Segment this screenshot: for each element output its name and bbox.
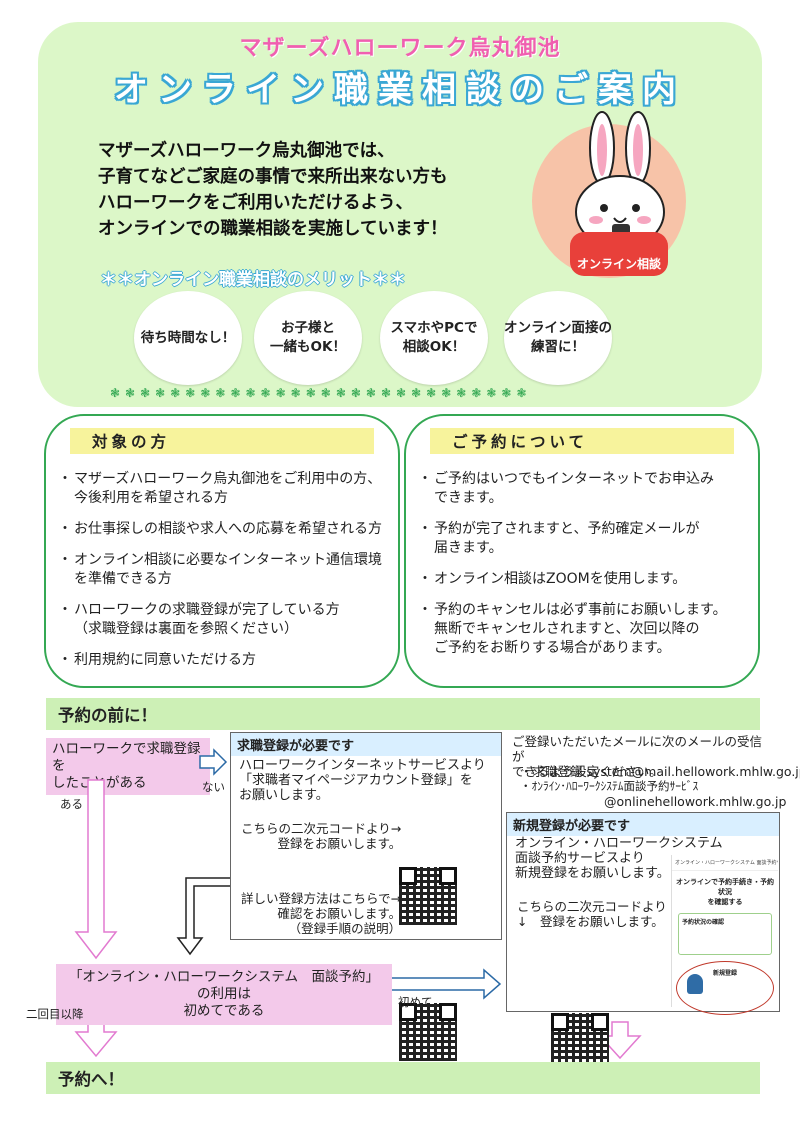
reservation-panel: ご予約について ご予約はいつでもインターネットでお申込み できます。 予約が完了… [404,414,760,688]
new-registration-box: 新規登録が必要です オンライン・ハローワークシステム 面談予約サービスより 新規… [506,812,780,1071]
flower-decoration: ❃❃❃❃❃❃❃❃❃❃❃❃❃❃❃❃❃❃❃❃❃❃❃❃❃❃❃❃ [110,386,532,400]
registration-box-heading: 求職登録が必要です [231,733,501,756]
new-registration-heading: 新規登録が必要です [507,813,779,836]
mail-address-item: ・ｵﾝﾗｲﾝ･ﾊﾛｰﾜｰｸｼｽﾃﾑ面談予約ｻｰﾋﾞｽ [520,779,699,793]
target-heading: 対象の方 [70,428,374,454]
list-item: お仕事探しの相談や求人への応募を希望される方 [58,520,398,539]
reservation-list: ご予約はいつでもインターネットでお申込み できます。 予約が完了されますと、予約… [418,470,758,658]
list-item: マザーズハローワーク烏丸御池をご利用中の方、 今後利用を希望される方 [58,470,398,508]
label-yes: ある [60,797,83,811]
merit-bubble: スマホやPCで 相談OK！ [380,291,488,385]
list-item: 利用規約に同意いただける方 [58,651,398,670]
list-item: オンライン相談に必要なインターネット通信環境 を準備できる方 [58,551,398,589]
question-first-time: 「オンライン・ハローワークシステム 面談予約」の利用は 初めてである [56,964,392,1025]
mail-setting-note: ご登録いただいたメールに次のメールの受信が できるよう設定ください。 [512,734,763,779]
app-screenshot: オンライン・ハローワークシステム 面談予約サービス オンラインで予約手続き・予約… [671,855,778,1015]
merit-bubble: 待ち時間なし！ [134,291,242,385]
merit-text: オンライン面接の 練習に！ [504,320,612,355]
target-panel: 対象の方 マザーズハローワーク烏丸御池をご利用中の方、 今後利用を希望される方 … [44,414,400,688]
person-icon [687,974,703,994]
list-item: 予約のキャンセルは必ず事前にお願いします。 無断でキャンセルされますと、次回以降… [418,601,758,658]
merit-bubble: オンライン面接の 練習に！ [504,291,612,385]
new-registration-body: オンライン・ハローワークシステム 面談予約サービスより 新規登録をお願いします。 [515,836,723,881]
list-item: ご予約はいつでもインターネットでお申込み できます。 [418,470,758,508]
list-item: 予約が完了されますと、予約確定メールが 届きます。 [418,520,758,558]
intro-text: マザーズハローワーク烏丸御池では、 子育てなどご家庭の事情で来所出来ない方も ハ… [98,138,518,242]
target-list: マザーズハローワーク烏丸御池をご利用中の方、 今後利用を希望される方 お仕事探し… [58,470,398,670]
app-header: オンライン・ハローワークシステム 面談予約サービス [672,855,778,871]
registration-required-box: 求職登録が必要です ハローワークインターネットサービスより 「求職者マイページア… [230,732,502,1061]
app-title: オンラインで予約手続き・予約状況 を確認する [676,878,774,906]
header-subtitle: マザーズハローワーク烏丸御池 [239,36,561,61]
intro-line: オンラインでの職業相談を実施しています！ [98,219,448,239]
registration-box-body: ハローワークインターネットサービスより 「求職者マイページアカウント登録」を お… [239,758,486,803]
qr-code-icon[interactable] [551,1013,609,1071]
label-second-time: 二回目以降 [26,1007,84,1021]
mail-address-item: ・求職登録 system@mail.hellowork.mhlw.go.jp [520,764,800,779]
intro-line: マザーズハローワーク烏丸御池では、 [98,141,395,161]
merit-text: スマホやPCで 相談OK！ [390,320,478,355]
app-card-label: 新規登録 [713,970,738,977]
new-qr-caption: こちらの二次元コードより ↓ 登録をお願いします。 [517,899,667,929]
mail-address-item: @onlinehellowork.mhlw.go.jp [604,794,787,809]
rabbit-mascot-icon [575,111,665,252]
reservation-heading: ご予約について [430,428,734,454]
merits-title: ＊＊オンライン職業相談のメリット＊＊ [100,270,406,290]
merit-text: 待ち時間なし！ [140,329,236,346]
merit-bubble: お子様と 一緒もOK！ [254,291,362,385]
qr-code-icon[interactable] [399,1003,457,1061]
app-card-register[interactable]: 新規登録 [676,961,774,1015]
merit-text: お子様と 一緒もOK！ [270,320,346,355]
band-before-reservation: 予約の前に！ [46,698,760,730]
app-card-label: 予約状況の確認 [682,919,725,926]
question-registered: ハローワークで求職登録を したことがある [46,738,210,795]
flow-arrows [74,748,642,1060]
app-card-status[interactable]: 予約状況の確認 [678,913,772,955]
qr-code-icon[interactable] [399,867,457,925]
band-go-reserve: 予約へ！ [46,1062,760,1094]
qr1-caption: こちらの二次元コードより→ 登録をお願いします。 [241,821,402,851]
page-title: オンライン職業相談のご案内 [114,70,686,110]
intro-line: ハローワークをご利用いただけるよう、 [98,193,413,213]
mascot-sign: オンライン相談 [570,232,668,276]
list-item: オンライン相談はZOOMを使用します。 [418,570,758,589]
qr2-caption: 詳しい登録方法はこちらで→ 確認をお願いします。 （登録手順の説明） [241,891,402,936]
intro-line: 子育てなどご家庭の事情で来所出来ない方も [98,167,448,187]
list-item: ハローワークの求職登録が完了している方 （求職登録は裏面を参照ください） [58,601,398,639]
label-no: ない [202,780,225,794]
label-first-time: 初めて [398,995,433,1009]
